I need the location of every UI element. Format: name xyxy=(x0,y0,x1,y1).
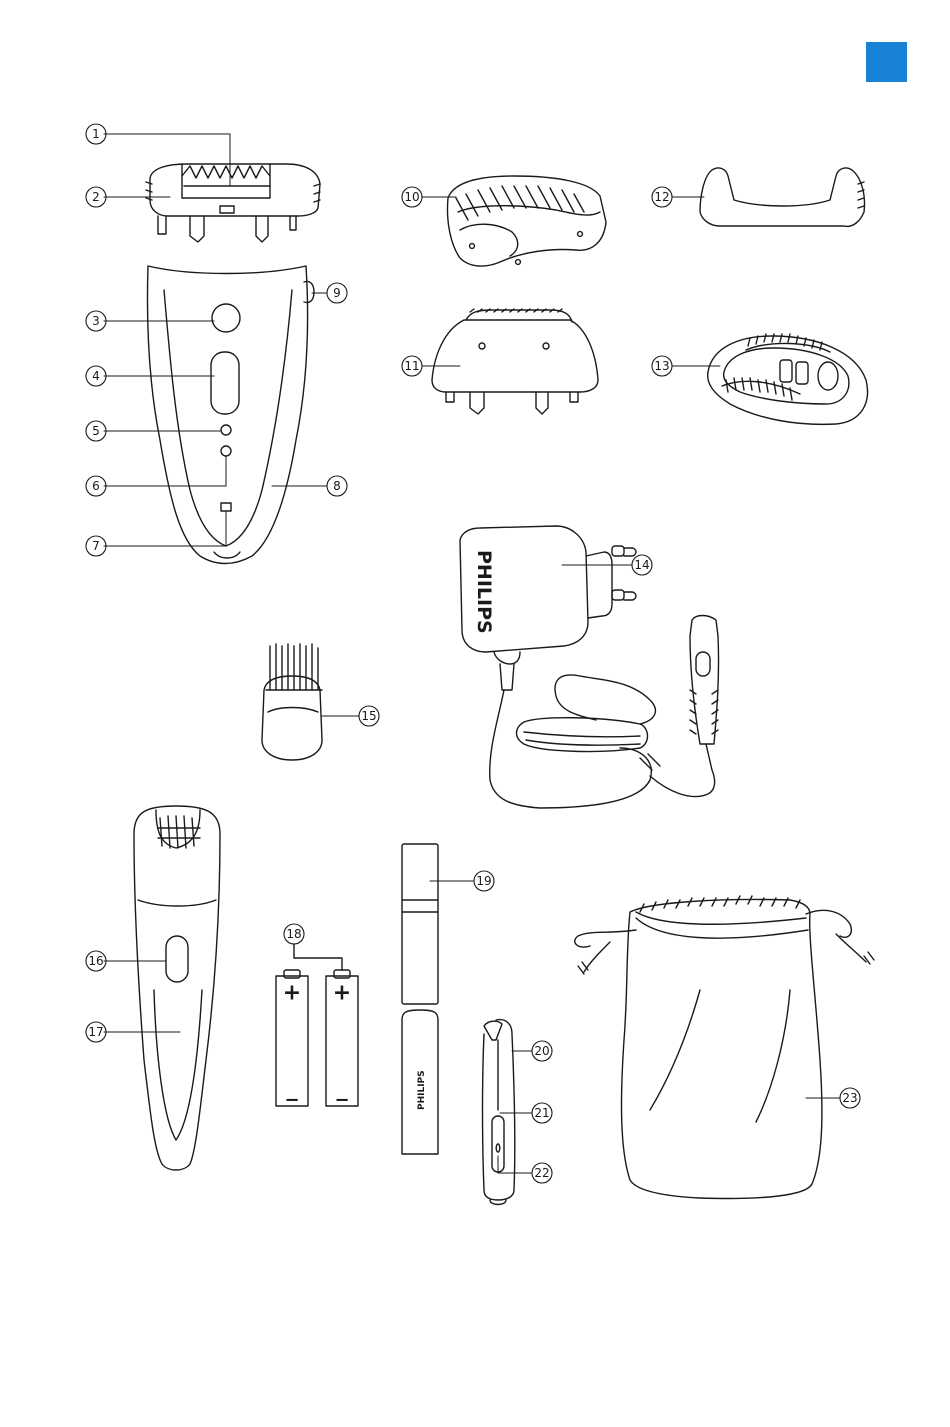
tweezers xyxy=(483,1020,515,1205)
callout-16: 16 xyxy=(86,951,106,971)
massage-attachment xyxy=(708,334,868,424)
storage-case: PHILIPS xyxy=(402,844,438,1154)
callout-17: 17 xyxy=(86,1022,106,1042)
compact-epilator xyxy=(134,806,220,1170)
callout-19: 19 xyxy=(474,871,494,891)
svg-text:12: 12 xyxy=(654,190,669,204)
svg-text:4: 4 xyxy=(92,369,100,383)
svg-text:14: 14 xyxy=(634,558,649,572)
callout-8: 8 xyxy=(327,476,347,496)
callout-1: 1 xyxy=(86,124,106,144)
callout-markers: 1 2 3 4 5 6 7 8 9 10 11 12 13 14 15 16 1… xyxy=(86,124,860,1183)
callout-2: 2 xyxy=(86,187,106,207)
svg-text:6: 6 xyxy=(92,479,100,493)
svg-text:2: 2 xyxy=(92,190,100,204)
callout-5: 5 xyxy=(86,421,106,441)
svg-text:1: 1 xyxy=(92,127,100,141)
callout-23: 23 xyxy=(840,1088,860,1108)
battery-left-plus: + xyxy=(283,981,301,1006)
svg-text:16: 16 xyxy=(88,954,103,968)
callout-11: 11 xyxy=(402,356,422,376)
protection-cap xyxy=(700,168,865,226)
battery-right-minus: − xyxy=(334,1090,349,1111)
adapter-brand-logo: PHILIPS xyxy=(473,550,495,634)
svg-text:11: 11 xyxy=(404,359,419,373)
callout-7: 7 xyxy=(86,536,106,556)
battery-right-plus: + xyxy=(333,981,351,1006)
callout-12: 12 xyxy=(652,187,672,207)
language-tab-marker xyxy=(866,42,907,82)
callout-9: 9 xyxy=(327,283,347,303)
svg-text:7: 7 xyxy=(92,539,100,553)
callout-14: 14 xyxy=(632,555,652,575)
svg-text:13: 13 xyxy=(654,359,669,373)
trimming-comb xyxy=(448,176,607,266)
svg-text:3: 3 xyxy=(92,314,100,328)
callout-10: 10 xyxy=(402,187,422,207)
power-adapter: PHILIPS xyxy=(460,526,719,808)
storage-pouch xyxy=(575,896,874,1198)
shaving-head xyxy=(432,309,598,414)
callout-4: 4 xyxy=(86,366,106,386)
callout-18: 18 xyxy=(284,924,304,944)
svg-text:17: 17 xyxy=(88,1025,103,1039)
callout-6: 6 xyxy=(86,476,106,496)
callout-3: 3 xyxy=(86,311,106,331)
callout-22: 22 xyxy=(532,1163,552,1183)
svg-text:15: 15 xyxy=(361,709,376,723)
svg-text:19: 19 xyxy=(476,874,491,888)
battery-left-minus: − xyxy=(284,1090,299,1111)
cleaning-brush xyxy=(262,644,322,760)
callout-21: 21 xyxy=(532,1103,552,1123)
epilator-body xyxy=(148,266,315,564)
callout-13: 13 xyxy=(652,356,672,376)
svg-text:20: 20 xyxy=(534,1044,549,1058)
svg-text:8: 8 xyxy=(333,479,341,493)
callout-leaders xyxy=(104,134,840,1173)
svg-text:22: 22 xyxy=(534,1166,549,1180)
epilating-head xyxy=(146,164,320,242)
callout-15: 15 xyxy=(359,706,379,726)
batteries: + − + − xyxy=(276,944,358,1111)
svg-text:9: 9 xyxy=(333,286,341,300)
svg-text:5: 5 xyxy=(92,424,100,438)
svg-text:21: 21 xyxy=(534,1106,549,1120)
callout-20: 20 xyxy=(532,1041,552,1061)
svg-text:10: 10 xyxy=(404,190,419,204)
cap-brand-logo: PHILIPS xyxy=(417,1070,427,1110)
svg-text:23: 23 xyxy=(842,1091,857,1105)
svg-text:18: 18 xyxy=(286,927,301,941)
